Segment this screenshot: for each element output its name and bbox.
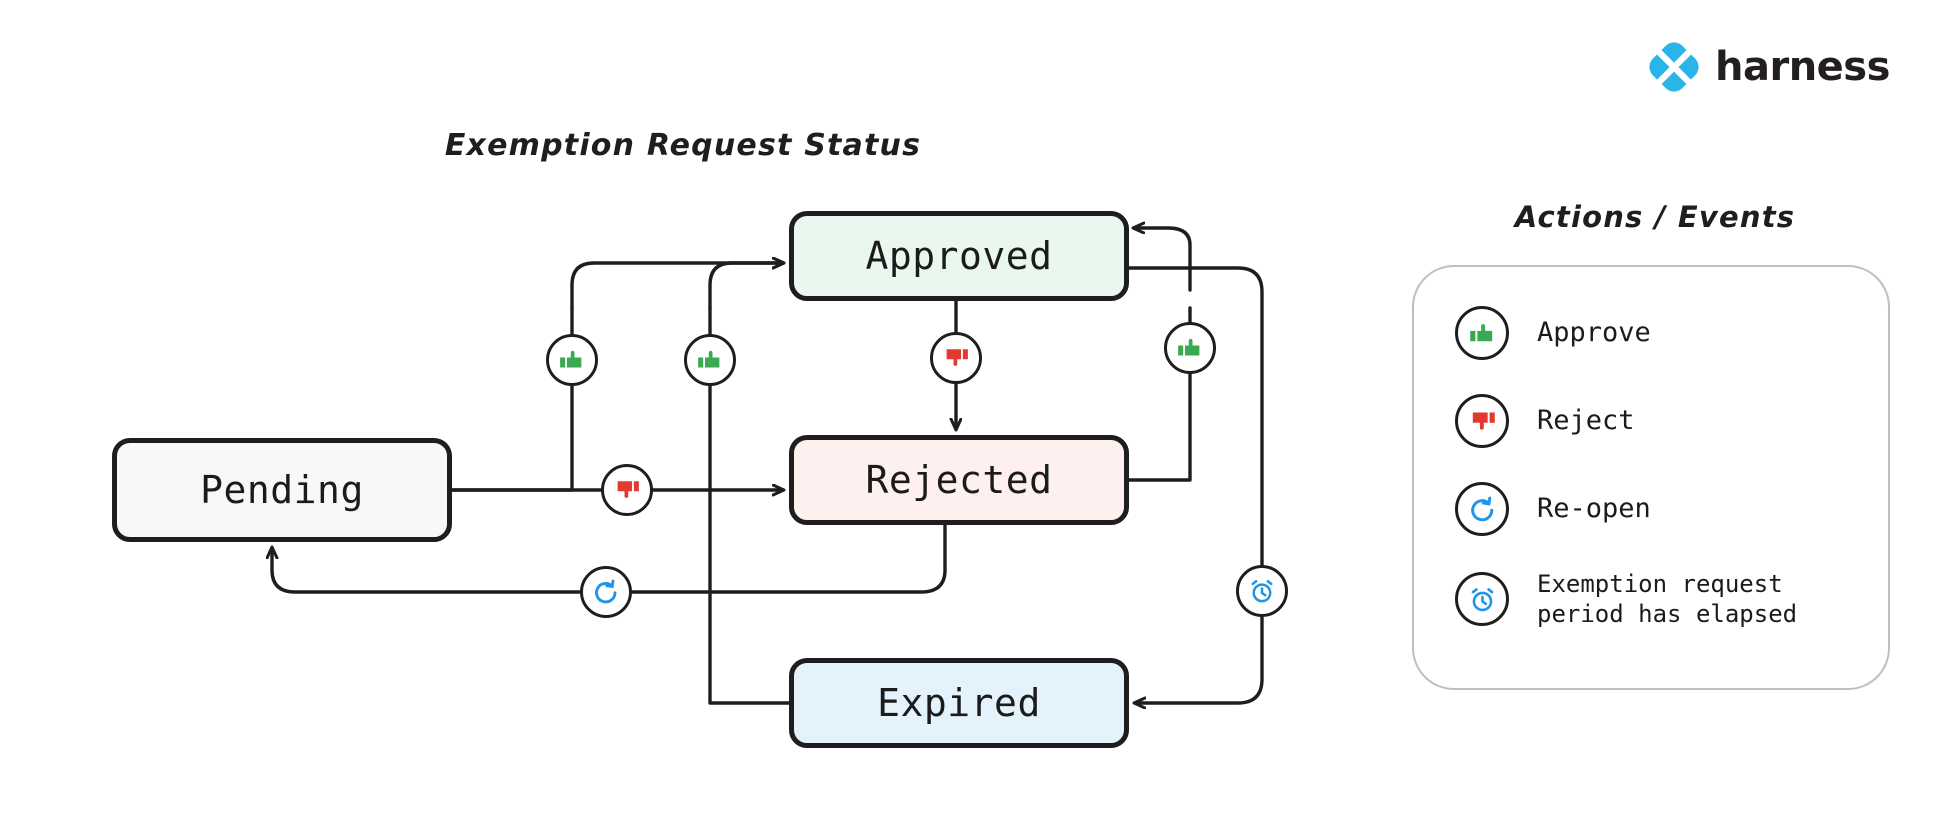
state-node-expired[interactable]: Expired (789, 658, 1129, 748)
legend-label-elapsed: Exemption request period has elapsed (1537, 570, 1798, 628)
legend-badge-approve (1455, 306, 1509, 360)
edge-pending-to-approved-stem (450, 306, 574, 492)
page-title: Exemption Request Status (444, 128, 922, 163)
state-node-pending[interactable]: Pending (112, 438, 452, 542)
edge-rejected-to-pending (272, 548, 582, 594)
legend-item-reject: Reject (1455, 393, 1885, 449)
edge-expired-to-approved (708, 263, 783, 310)
reopen-icon (595, 579, 617, 604)
edge-badge-approve-expired-approved[interactable] (684, 334, 736, 386)
harness-diamond-logo-icon (1649, 42, 1699, 92)
harness-logo: harness (1645, 38, 1890, 96)
thumbs-up-icon (698, 350, 720, 368)
edge-badge-reject-approved-rejected[interactable] (930, 332, 982, 384)
legend-title: Actions / Events (1514, 200, 1796, 234)
alarm-clock-icon (1471, 587, 1493, 611)
edge-badge-reopen-rejected-pending[interactable] (580, 566, 632, 618)
edge-pending-to-approved (570, 263, 783, 310)
thumbs-up-icon (1178, 338, 1200, 356)
edge-rejected-to-approved (1134, 228, 1192, 292)
state-node-rejected[interactable]: Rejected (789, 435, 1129, 525)
legend-label-reject: Reject (1537, 405, 1635, 437)
state-node-approved[interactable]: Approved (789, 211, 1129, 301)
legend-badge-reopen (1455, 482, 1509, 536)
thumbs-down-icon (617, 481, 639, 498)
brand-name: harness (1715, 44, 1890, 90)
legend-item-elapsed: Exemption request period has elapsed (1455, 569, 1885, 629)
thumbs-down-icon (1472, 411, 1495, 430)
legend-label-reopen: Re-open (1537, 493, 1651, 525)
legend-label-approve: Approve (1537, 317, 1651, 349)
edge-badge-reject-pending-rejected[interactable] (601, 464, 653, 516)
edge-badge-approve-rejected-approved[interactable] (1164, 322, 1216, 374)
thumbs-up-icon (1469, 323, 1492, 341)
legend-item-approve: Approve (1455, 305, 1885, 361)
edge-badge-approve-pending-approved[interactable] (546, 334, 598, 386)
legend-items: Approve Reject Re-open (1455, 305, 1885, 629)
alarm-clock-icon (1251, 580, 1273, 603)
thumbs-down-icon (946, 349, 968, 366)
legend-badge-elapsed (1455, 572, 1509, 626)
legend-badge-reject (1455, 394, 1509, 448)
reopen-icon (1470, 496, 1493, 521)
edge-approved-to-expired (1135, 615, 1264, 703)
legend-item-reopen: Re-open (1455, 481, 1885, 537)
edge-approved-to-expired-stem (1127, 266, 1264, 567)
thumbs-up-icon (560, 350, 582, 368)
edge-rejected-to-pending-stem (630, 523, 947, 594)
edge-badge-elapsed-approved-expired[interactable] (1236, 565, 1288, 617)
